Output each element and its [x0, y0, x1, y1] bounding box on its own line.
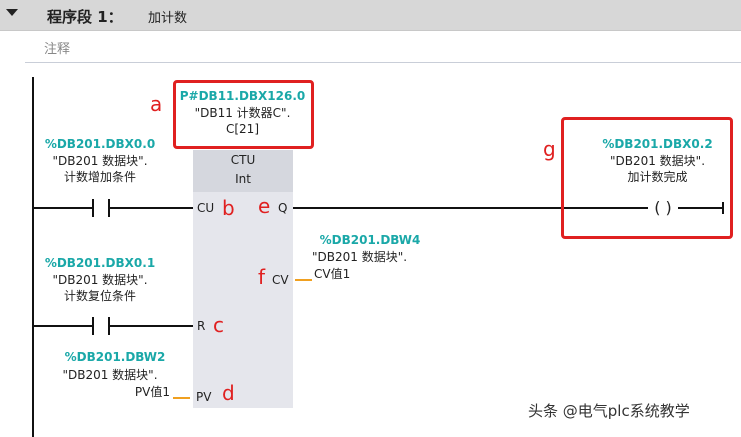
cv-address[interactable]: %DB201.DBW4: [319, 233, 421, 247]
annotation-d: d: [222, 381, 235, 405]
pv-wire: [173, 397, 190, 399]
cv-wire: [295, 279, 312, 281]
annotation-g: g: [543, 137, 556, 161]
annotation-a: a: [150, 92, 163, 116]
power-rail: [32, 77, 34, 437]
coil[interactable]: ( ): [648, 199, 678, 219]
cu-symbol-member: 计数增加条件: [63, 170, 136, 184]
wire-q: [293, 207, 723, 209]
pv-symbol: "DB201 数据块".: [62, 368, 158, 382]
network-title: 程序段 1：: [47, 8, 123, 26]
annotation-b: b: [222, 196, 235, 220]
pv-address[interactable]: %DB201.DBW2: [64, 350, 166, 364]
cu-address[interactable]: %DB201.DBX0.0: [44, 137, 156, 151]
annotation-f: f: [258, 265, 266, 289]
cu-symbol: "DB201 数据块".: [52, 154, 148, 168]
pin-pv: PV: [196, 390, 212, 404]
contact-r[interactable]: [92, 317, 110, 335]
counter-symbol-member: C[21]: [225, 122, 259, 136]
coil-symbol: "DB201 数据块".: [609, 154, 706, 168]
annotation-box-a: [173, 80, 314, 149]
pin-cv: CV: [272, 273, 289, 287]
block-datatype: Int: [235, 172, 251, 186]
coil-address[interactable]: %DB201.DBX0.2: [602, 137, 713, 151]
rail-end-tick: [722, 202, 724, 214]
pin-q: Q: [278, 201, 288, 215]
ctu-block-header: [193, 150, 293, 192]
network-header[interactable]: [0, 0, 741, 31]
collapse-triangle-icon[interactable]: [6, 9, 18, 16]
wire-r: [33, 325, 193, 327]
wire-cu: [33, 207, 193, 209]
pv-symbol-member: PV值1: [134, 385, 170, 399]
r-address[interactable]: %DB201.DBX0.1: [44, 256, 156, 270]
annotation-e: e: [258, 194, 271, 218]
counter-address[interactable]: P#DB11.DBX126.0: [179, 89, 306, 103]
r-symbol-member: 计数复位条件: [63, 289, 136, 303]
comment-row[interactable]: [25, 31, 741, 63]
annotation-box-g: [561, 117, 733, 239]
block-type: CTU: [230, 153, 256, 167]
ctu-block[interactable]: [193, 150, 293, 408]
contact-cu[interactable]: [92, 199, 110, 217]
network-name[interactable]: 加计数: [148, 11, 188, 26]
annotation-c: c: [213, 313, 224, 337]
pin-cu: CU: [197, 201, 215, 215]
cv-symbol: "DB201 数据块".: [312, 250, 408, 264]
counter-symbol: "DB11 计数器C".: [194, 106, 291, 120]
r-symbol: "DB201 数据块".: [52, 273, 148, 287]
watermark: 头条 @电气plc系统教学: [528, 402, 690, 420]
coil-symbol-member: 加计数完成: [627, 170, 688, 184]
comment-input[interactable]: 注释: [44, 42, 71, 57]
cv-symbol-member: CV值1: [314, 267, 351, 281]
pin-r: R: [197, 319, 206, 333]
